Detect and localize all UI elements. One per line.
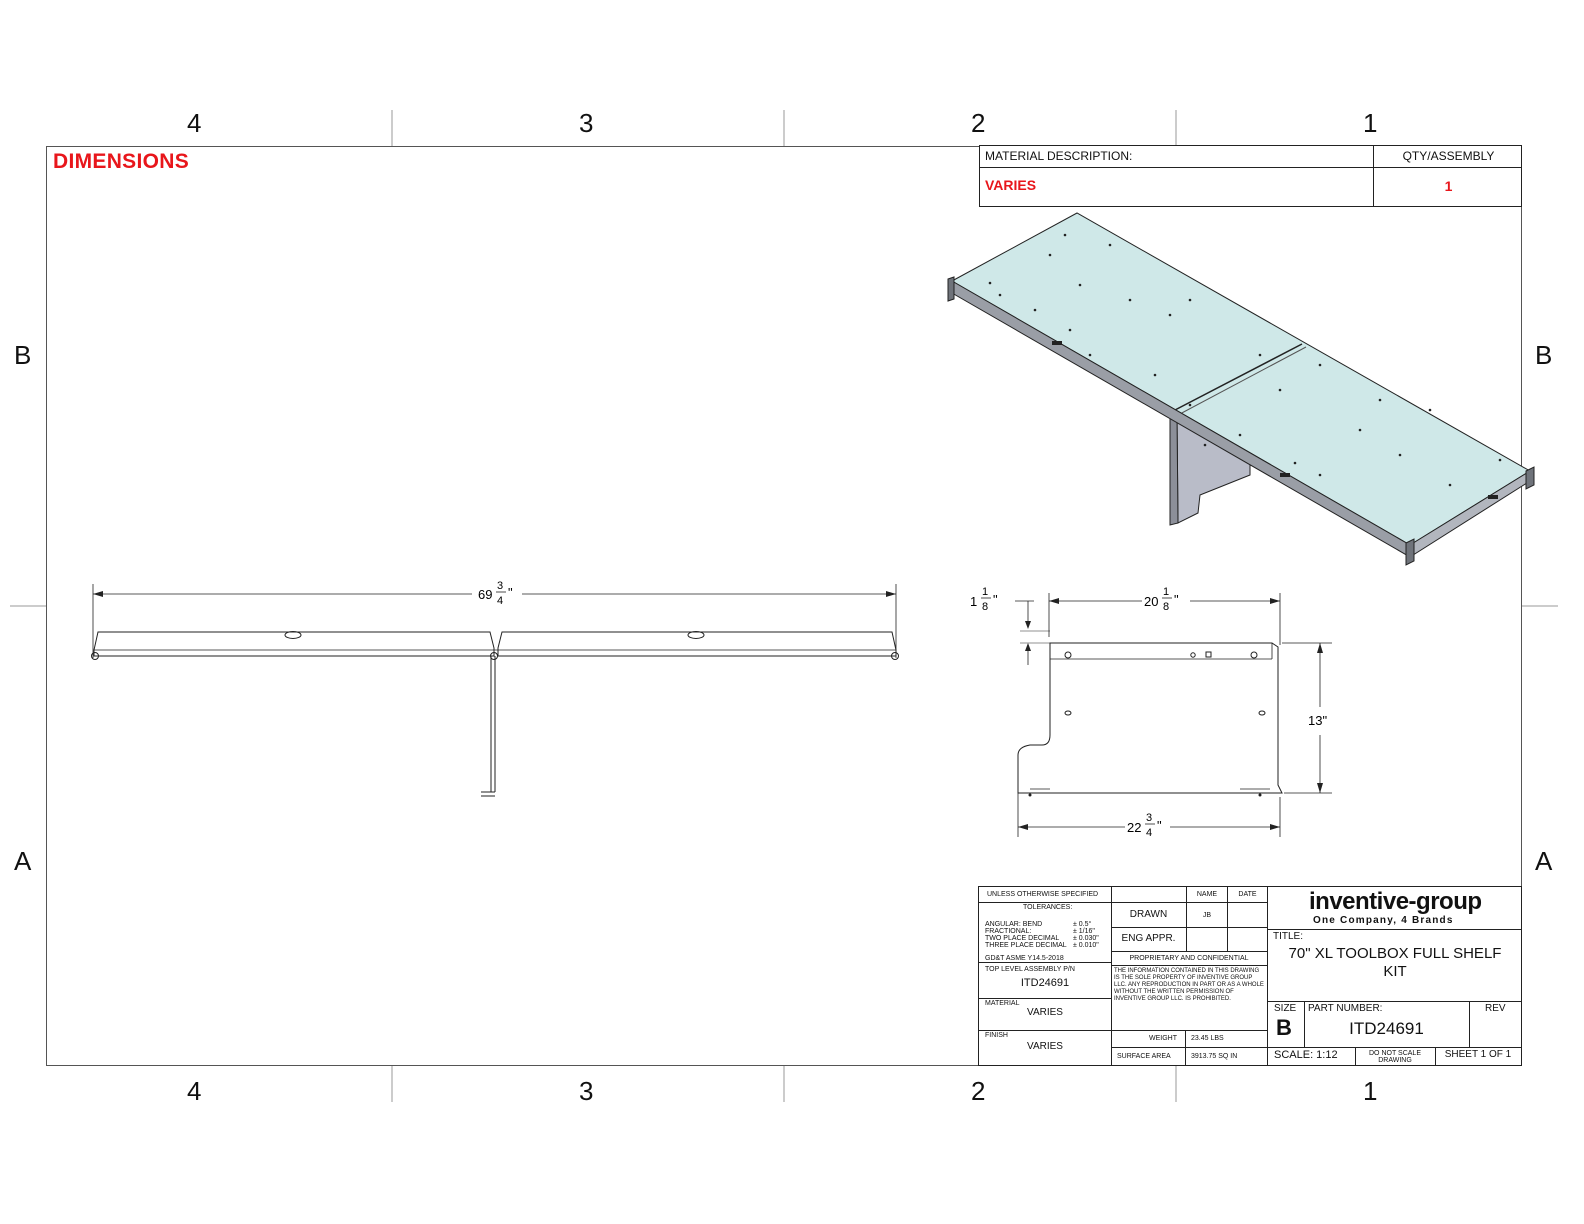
depth-inch: " (1174, 592, 1179, 607)
zone-bottom-4: 4 (187, 1076, 202, 1106)
material-table: MATERIAL DESCRIPTION: QTY/ASSEMBLY VARIE… (979, 145, 1522, 207)
material-label: MATERIAL (985, 1000, 1020, 1007)
isometric-view (947, 212, 1535, 566)
tolerances-label: TOLERANCES: (1023, 904, 1073, 911)
drawn-label: DRAWN (1129, 909, 1168, 920)
zone-right-a: A (1535, 846, 1553, 876)
finish-label: FINISH (985, 1032, 1008, 1039)
name-header: NAME (1196, 891, 1218, 898)
finish-value: VARIES (1027, 1041, 1063, 1052)
size-value: B (1276, 1015, 1292, 1040)
surface-value: 3913.75 SQ IN (1191, 1053, 1238, 1060)
bottom-num: 3 (1146, 812, 1152, 824)
material-value: VARIES (1027, 1007, 1063, 1018)
part-number-label: PART NUMBER: (1308, 1003, 1383, 1014)
title-block: UNLESS OTHERWISE SPECIFIED TOLERANCES: A… (978, 886, 1522, 1066)
dimensions-heading: DIMENSIONS (53, 150, 190, 173)
tol-value-0: ± 0.5° (1073, 921, 1092, 928)
zone-bottom-1: 1 (1363, 1076, 1378, 1106)
date-header: DATE (1238, 891, 1257, 898)
drawing-border (46, 146, 1522, 1066)
tol-value-1: ± 1/16" (1073, 928, 1095, 935)
overall-length-num: 3 (497, 580, 503, 592)
bottom-inch: " (1157, 818, 1162, 833)
qty-header: QTY/ASSEMBLY (1402, 149, 1495, 163)
zone-top-4: 4 (187, 108, 202, 138)
title-label: TITLE: (1273, 931, 1304, 942)
depth-whole: 20 (1144, 594, 1158, 609)
flange-whole: 1 (970, 594, 977, 609)
zone-top-2: 2 (971, 108, 986, 138)
eng-appr-label: ENG APPR. (1121, 933, 1176, 944)
do-not-scale-2: DRAWING (1378, 1057, 1412, 1064)
front-view: 69 3 4 " (91, 580, 899, 797)
depth-num: 1 (1163, 586, 1169, 598)
zone-top-3: 3 (579, 108, 594, 138)
drawn-name: JB (1202, 912, 1212, 919)
qty-value: 1 (1444, 178, 1453, 194)
scale-label: SCALE: 1:12 (1274, 1049, 1338, 1061)
tol-value-3: ± 0.010" (1073, 942, 1099, 949)
side-bracket-plate (1017, 642, 1283, 794)
flange-den: 8 (982, 601, 988, 613)
top-level-label: TOP LEVEL ASSEMBLY P/N (985, 966, 1075, 973)
tol-label-2: TWO PLACE DECIMAL (985, 935, 1060, 942)
overall-length-inch: " (508, 585, 513, 600)
rev-label: REV (1485, 1003, 1506, 1014)
zone-right-b: B (1535, 340, 1553, 370)
unless-otherwise: UNLESS OTHERWISE SPECIFIED (987, 891, 1099, 898)
material-desc-header: MATERIAL DESCRIPTION: (985, 149, 1133, 163)
front-shelf-right (497, 631, 897, 657)
weight-value: 23.45 LBS (1191, 1035, 1224, 1042)
proprietary-header: PROPRIETARY AND CONFIDENTIAL (1129, 955, 1249, 962)
drawing-title-1: 70" XL TOOLBOX FULL SHELF (1288, 945, 1502, 962)
tol-label-1: FRACTIONAL: (985, 928, 1032, 935)
zone-left-b: B (14, 340, 32, 370)
tol-label-0: ANGULAR: BEND (985, 921, 1043, 928)
overall-length-whole: 69 (478, 587, 492, 602)
top-level-value: ITD24691 (1020, 977, 1070, 989)
do-not-scale-1: DO NOT SCALE (1369, 1050, 1421, 1057)
height-dim: 13" (1308, 713, 1327, 728)
iso-shelf-top (950, 212, 1531, 546)
bottom-whole: 22 (1127, 820, 1141, 835)
zone-top-1: 1 (1363, 108, 1378, 138)
zone-bottom-2: 2 (971, 1076, 986, 1106)
overall-length-den: 4 (497, 595, 503, 607)
size-label: SIZE (1274, 1003, 1297, 1014)
flange-num: 1 (982, 586, 988, 598)
part-number-value: ITD24691 (1349, 1019, 1424, 1038)
company-tagline: One Company, 4 Brands (1313, 915, 1454, 926)
drawing-title-2: KIT (1383, 963, 1407, 980)
depth-den: 8 (1163, 601, 1169, 613)
tol-value-2: ± 0.030" (1073, 935, 1099, 942)
tol-label-3: THREE PLACE DECIMAL (985, 942, 1067, 949)
side-view: 20 1 8 " 1 1 8 " 13" 22 3 4 " (970, 586, 1332, 839)
surface-label: SURFACE AREA (1117, 1053, 1171, 1060)
bottom-den: 4 (1146, 827, 1152, 839)
front-shelf-left (93, 631, 495, 657)
flange-inch: " (993, 592, 998, 607)
proprietary-text: THE INFORMATION CONTAINED IN THIS DRAWIN… (1114, 968, 1264, 1002)
gdt-standard: GD&T ASME Y14.5-2018 (985, 955, 1064, 962)
zone-bottom-3: 3 (579, 1076, 594, 1106)
company-logo: inventive-group (1309, 888, 1482, 915)
zone-left-a: A (14, 846, 32, 876)
sheet-label: SHEET 1 OF 1 (1444, 1049, 1512, 1060)
material-desc-value: VARIES (985, 177, 1037, 193)
weight-label: WEIGHT (1149, 1035, 1177, 1042)
